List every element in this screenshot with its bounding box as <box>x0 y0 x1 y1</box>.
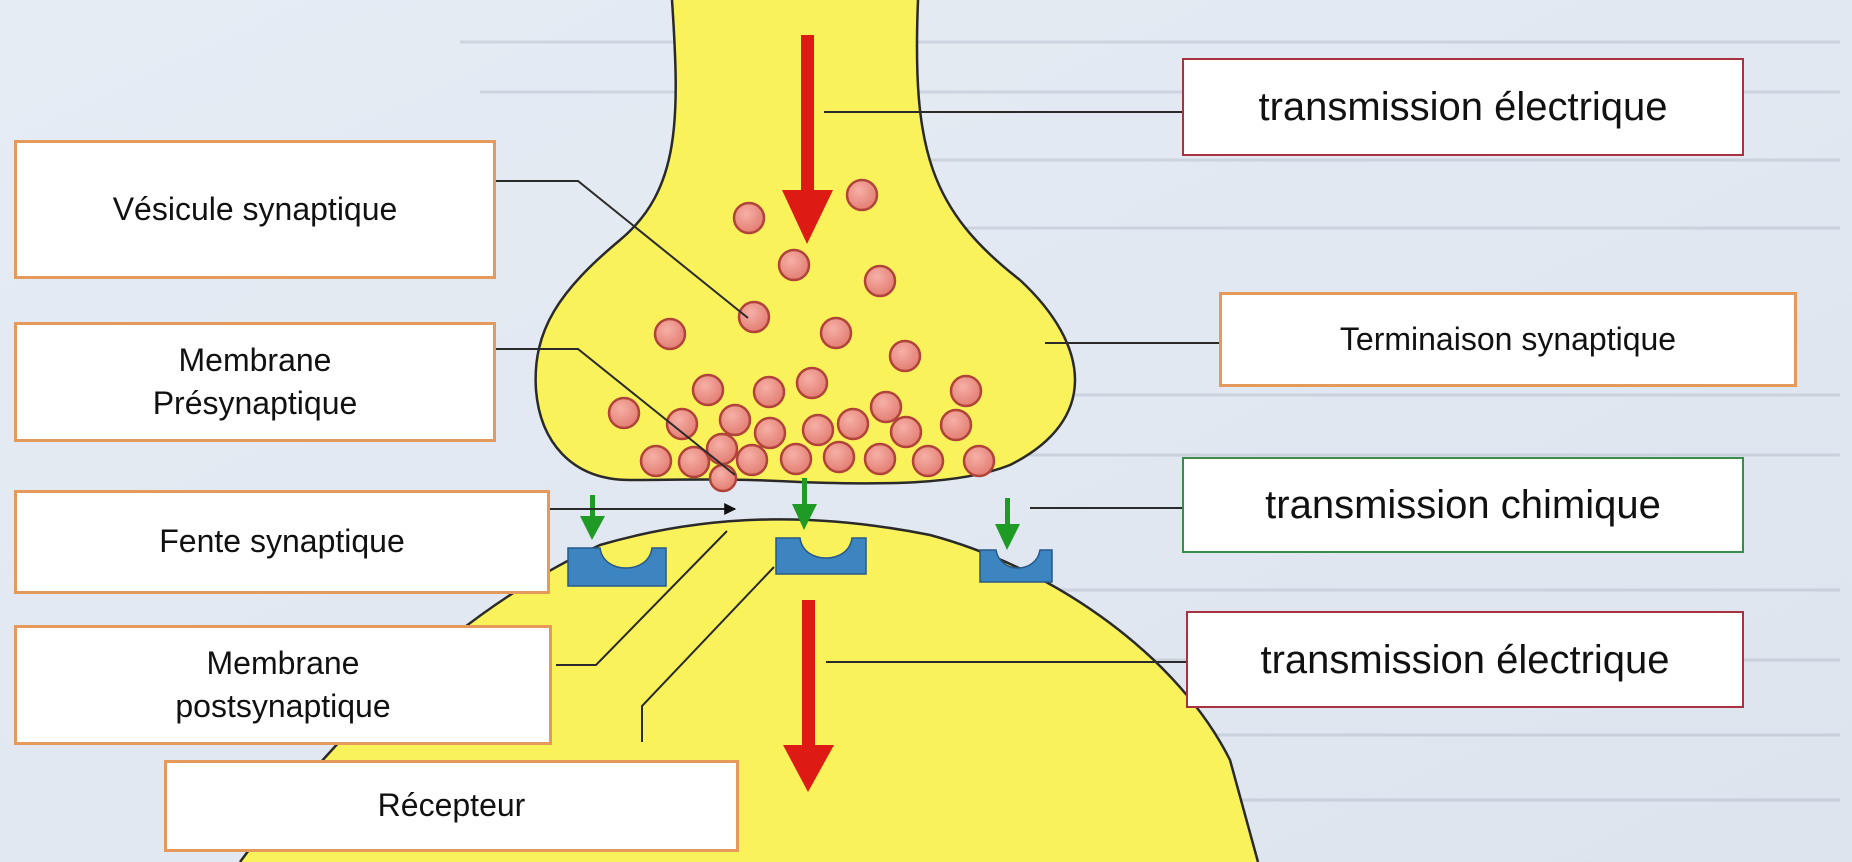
label-text-line1: Membrane <box>207 642 360 685</box>
label-text: Vésicule synaptique <box>113 188 398 231</box>
label-terminaison-synaptique: Terminaison synaptique <box>1219 292 1797 387</box>
label-text: Terminaison synaptique <box>1340 318 1676 361</box>
label-text: Récepteur <box>378 784 526 827</box>
label-text: Fente synaptique <box>159 520 405 563</box>
label-fente-synaptique: Fente synaptique <box>14 490 550 594</box>
label-transmission-electrique-bottom: transmission électrique <box>1186 611 1744 708</box>
label-text: transmission électrique <box>1258 80 1667 134</box>
label-text-line1: Membrane <box>179 339 332 382</box>
label-recepteur: Récepteur <box>164 760 739 852</box>
label-text-line2: postsynaptique <box>175 685 390 728</box>
label-text-line2: Présynaptique <box>153 382 358 425</box>
label-text: transmission chimique <box>1265 478 1661 532</box>
label-membrane-presynaptique: Membrane Présynaptique <box>14 322 496 442</box>
label-vesicule-synaptique: Vésicule synaptique <box>14 140 496 279</box>
label-transmission-chimique: transmission chimique <box>1182 457 1744 553</box>
label-transmission-electrique-top: transmission électrique <box>1182 58 1744 156</box>
label-text: transmission électrique <box>1260 633 1669 687</box>
label-membrane-postsynaptique: Membrane postsynaptique <box>14 625 552 745</box>
